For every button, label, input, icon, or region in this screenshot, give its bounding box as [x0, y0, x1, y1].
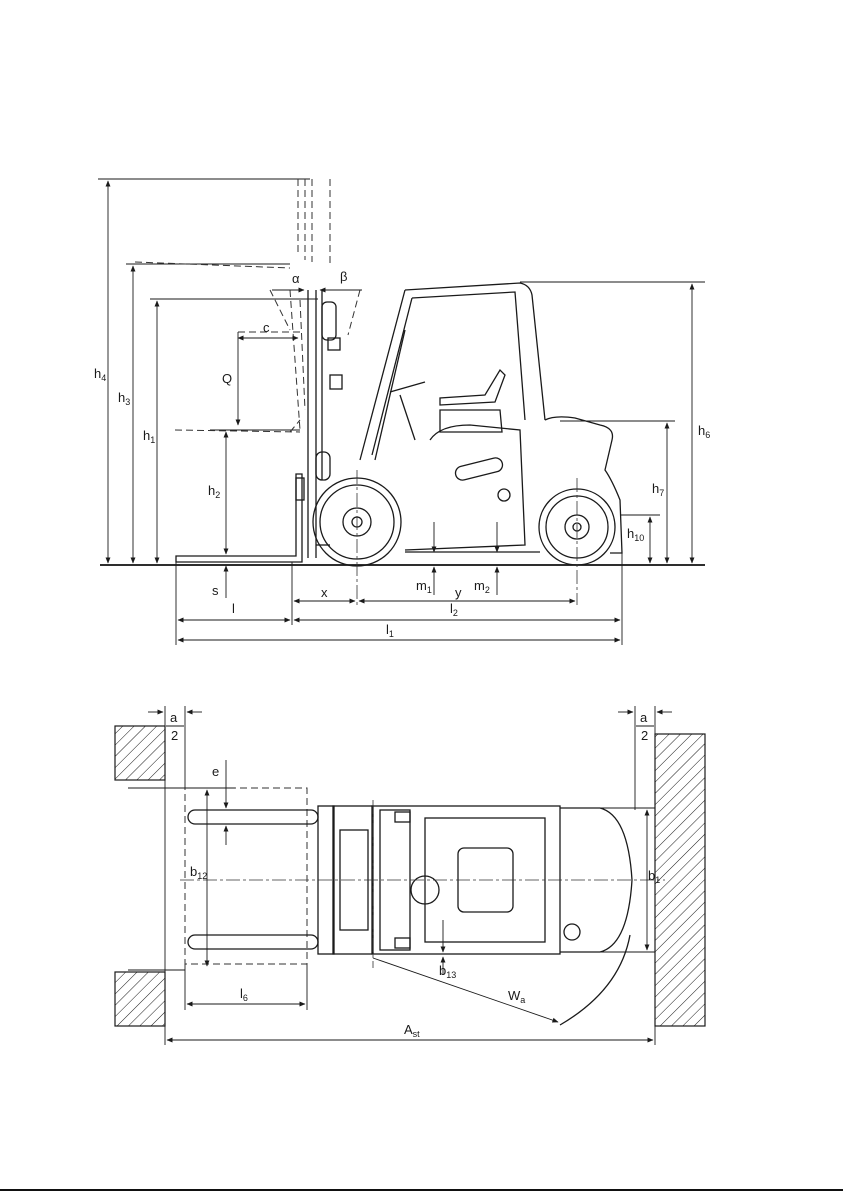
label-a-right: a — [640, 710, 648, 725]
raised-mast — [135, 179, 360, 432]
label-ast: Ast — [404, 1022, 420, 1039]
label-h2: h2 — [208, 483, 220, 500]
label-half-left: 2 — [171, 728, 178, 743]
top-view: a 2 a 2 e b12 b1 b13 Wa l6 Ast — [115, 706, 705, 1045]
label-h7: h7 — [652, 481, 664, 498]
label-h10: h10 — [627, 526, 644, 543]
truck-body — [316, 283, 622, 553]
wall-right — [655, 734, 705, 1026]
label-e: e — [212, 764, 219, 779]
label-l2: l2 — [450, 601, 458, 618]
label-alpha: α — [292, 271, 300, 286]
pallet-bottom-left — [115, 972, 165, 1026]
turning-radius-line — [373, 958, 558, 1022]
label-s: s — [212, 583, 219, 598]
label-b12: b12 — [190, 864, 207, 881]
label-y: y — [455, 585, 462, 600]
label-b13: b13 — [439, 963, 456, 980]
label-h1: h1 — [143, 428, 155, 445]
forks — [176, 474, 304, 562]
side-view: h4 h3 h1 h2 Q c α β s l x y m1 m2 l2 l1 … — [94, 179, 710, 645]
label-c: c — [263, 320, 270, 335]
label-wa: Wa — [508, 988, 525, 1005]
pallet-top-left — [115, 726, 165, 780]
label-m1: m1 — [416, 578, 432, 595]
label-h4: h4 — [94, 366, 106, 383]
label-h6: h6 — [698, 423, 710, 440]
label-h3: h3 — [118, 390, 130, 407]
label-l6: l6 — [240, 986, 248, 1003]
label-beta: β — [340, 269, 347, 284]
label-q: Q — [222, 371, 232, 386]
vertical-dimensions-right — [434, 284, 692, 595]
label-half-right: 2 — [641, 728, 648, 743]
label-a-left: a — [170, 710, 178, 725]
label-l: l — [232, 601, 235, 616]
label-x: x — [321, 585, 328, 600]
vertical-dimensions-left — [108, 181, 298, 598]
horizontal-dimensions-bottom — [176, 553, 622, 645]
label-m2: m2 — [474, 578, 490, 595]
label-l1: l1 — [386, 622, 394, 639]
